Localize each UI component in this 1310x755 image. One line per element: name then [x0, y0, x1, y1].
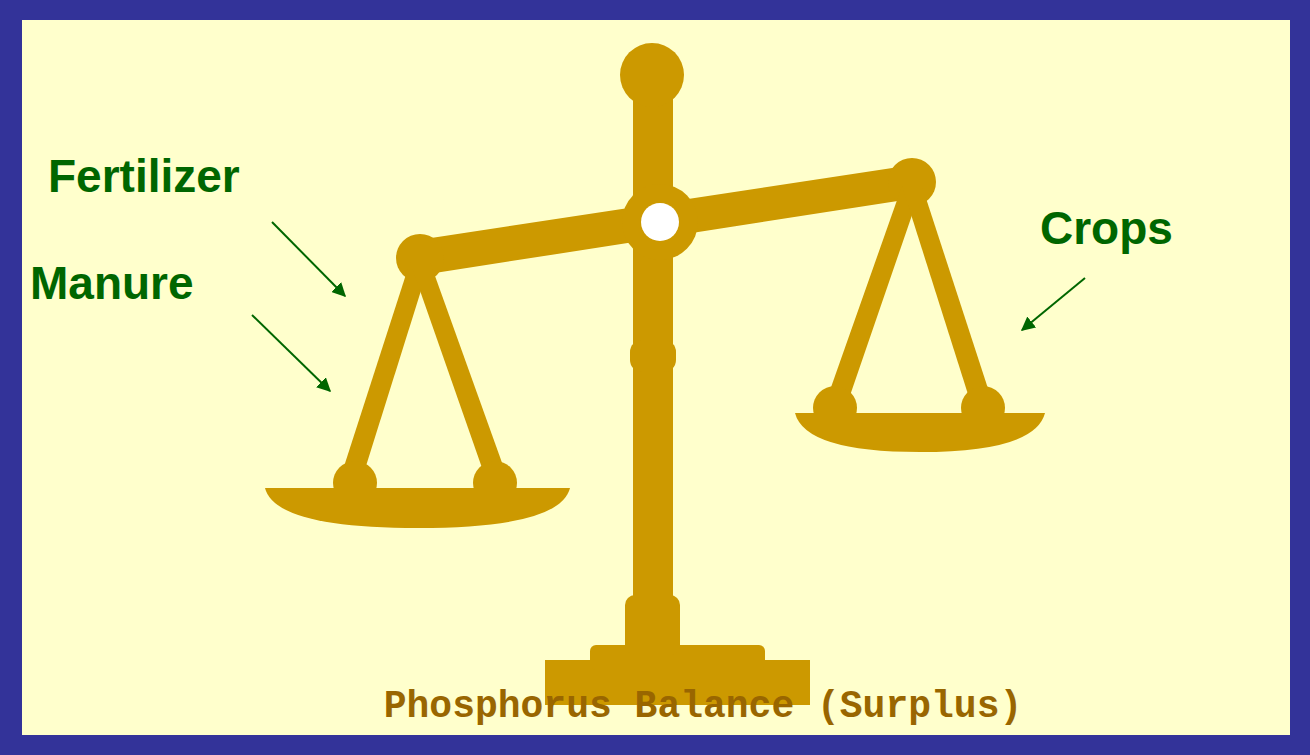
hanger-line: [338, 262, 430, 485]
right-pan: [795, 413, 1045, 452]
hanger-line: [410, 262, 510, 485]
pivot-hole: [641, 203, 679, 241]
scale-beam: [418, 165, 917, 275]
scale-label: Crops: [1040, 205, 1173, 251]
scale-pivot: [622, 184, 698, 260]
scale-post-knob: [630, 340, 676, 372]
hanger-line: [902, 186, 995, 410]
hanger-line: [823, 186, 922, 410]
leader-arrow: [252, 315, 330, 391]
scale-label: Fertilizer: [48, 153, 240, 199]
scale-top-ball: [620, 43, 684, 107]
leader-arrow: [272, 222, 345, 296]
balance-scale: [265, 43, 1045, 705]
leader-arrow: [1022, 278, 1085, 330]
left-pan: [265, 488, 570, 528]
caption: Phosphorus Balance (Surplus): [384, 688, 1023, 726]
slide-panel: [22, 20, 1290, 735]
leader-arrows: [252, 222, 1085, 391]
scale-label: Manure: [30, 260, 194, 306]
